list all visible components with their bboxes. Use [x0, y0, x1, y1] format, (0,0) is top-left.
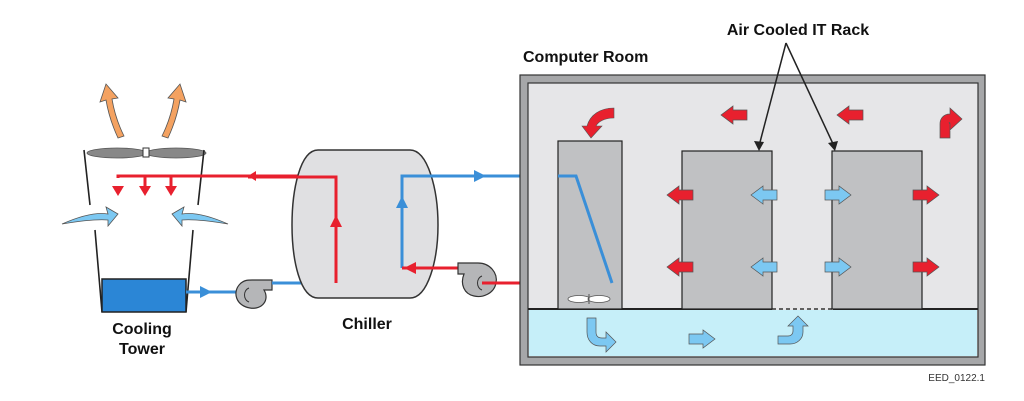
- underfloor-supply-arrow-icon: [586, 317, 617, 353]
- rack2-intake-arrow-icon: [824, 257, 852, 277]
- condenser-pump-icon: [235, 279, 273, 309]
- computer-room-label: Computer Room: [523, 49, 648, 66]
- hot-air-return-arrow-icon: [581, 107, 615, 139]
- crac-unit: [557, 140, 623, 310]
- exhaust-arrow-right-icon: [161, 83, 187, 139]
- rack2-intake-arrow-icon: [824, 185, 852, 205]
- it-rack-1: [681, 150, 773, 310]
- rack1-intake-arrow-icon: [750, 185, 778, 205]
- rack1-exhaust-arrow-icon: [666, 257, 694, 277]
- chiller-label: Chiller: [342, 316, 392, 333]
- perforated-tile-airflow-arrow-icon: [777, 315, 809, 345]
- tower-fan-icon: [86, 147, 207, 159]
- cooling-tower: Cooling Tower: [61, 83, 340, 358]
- air-cooled-it-rack-label: Air Cooled IT Rack: [727, 22, 869, 39]
- cooling-tower-label-line1: Cooling: [112, 321, 172, 338]
- raised-floor-plenum: [529, 310, 977, 356]
- rack1-intake-arrow-icon: [750, 257, 778, 277]
- tower-basin-water: [101, 278, 187, 313]
- rack2-exhaust-arrow-icon: [912, 257, 940, 277]
- crac-fan-icon: [567, 294, 611, 304]
- corner-hot-air-arrow-icon: [939, 107, 963, 139]
- rack-pointer-arrows: [758, 42, 835, 147]
- rack1-exhaust-arrow-icon: [666, 185, 694, 205]
- underfloor-air-arrow-icon: [688, 329, 716, 349]
- exhaust-arrow-left-icon: [99, 83, 125, 139]
- rack2-exhaust-arrow-icon: [912, 185, 940, 205]
- it-rack-2: [831, 150, 923, 310]
- ceiling-hot-air-arrow-icon: [720, 105, 748, 125]
- intake-air-arrow-left-icon: [61, 206, 119, 228]
- figure-code: EED_0122.1: [928, 373, 985, 384]
- chilled-water-pump-icon: [457, 262, 497, 298]
- ceiling-hot-air-arrow-icon: [836, 105, 864, 125]
- cooling-tower-label-line2: Tower: [119, 341, 165, 358]
- airflow-arrows: [586, 105, 963, 353]
- intake-air-arrow-right-icon: [171, 206, 229, 228]
